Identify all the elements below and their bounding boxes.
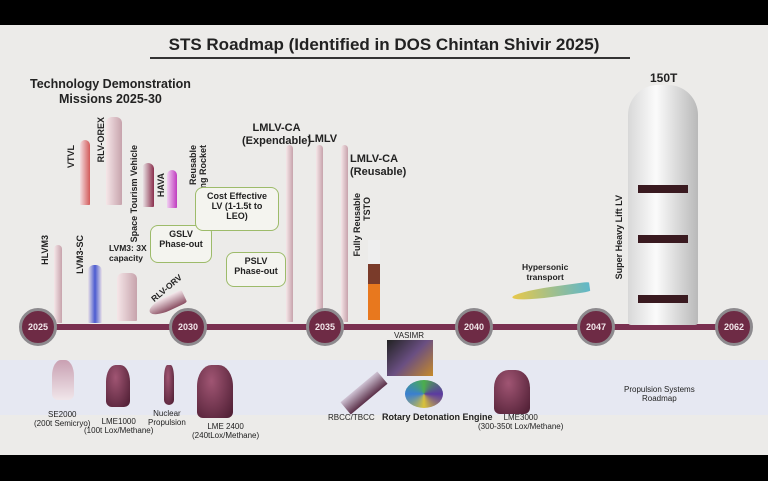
rotary-detonation-engine [405,380,443,408]
cost-line3: LEO) [226,211,248,221]
reusable-label: Reusable [188,145,198,186]
lme2400-label: LME 2400(240tLox/Methane) [192,422,259,440]
pslv-line2: Phase-out [234,266,278,276]
lmlv-ca-exp-line2: (Expendable) [242,135,312,147]
lme3000-engine [494,370,530,414]
lvm3-rocket [117,273,137,321]
lmlv-ca-expendable-label: LMLV-CA(Expendable) [242,122,311,148]
vtvl-rocket [80,140,90,205]
tdm-heading-line1: Technology Demonstration [30,77,191,91]
tdm-heading-line2: Missions 2025-30 [59,92,162,106]
rbcc-tbcc-label: RBCC/TBCC [328,413,375,422]
timeline-bar [30,324,740,330]
lvm3-label-line2: capacity [109,253,144,263]
roadmap-line2: Roadmap [642,394,677,403]
se2000-line1: SE2000 [48,410,77,419]
hlvm3-label: HLVM3 [40,235,50,265]
lmlv-label: LMLV [308,133,338,145]
gslv-line1: GSLV [169,229,193,239]
vtvl-label: VTVL [66,145,76,169]
hlvm3-rocket [54,245,62,323]
year-node-2040: 2040 [455,308,493,346]
lvm3sc-rocket [88,265,102,323]
lme2400-engine [197,365,233,418]
se2000-label: SE2000(200t Semicryo) [34,410,90,428]
rlv-orex-rocket [106,117,122,205]
cost-line1: Cost Effective [206,191,268,201]
lme1000-line1: LME1000 [101,417,136,426]
super-heavy-lift-lv-rocket [628,85,698,325]
se2000-engine [52,360,74,400]
lmlv-rocket [316,145,323,322]
nuclear-line1: Nuclear [153,409,181,418]
tsto-label-line1: Fully Reusable [352,193,362,257]
tsto-vehicle [368,240,380,320]
pslv-line1: PSLV [244,256,268,266]
title-underline [150,57,630,59]
lmlv-ca-reusable-label: LMLV-CA(Reusable) [350,153,406,179]
vasimr-label: VASIMR [394,331,425,340]
rlv-orex-label: RLV-OREX [96,117,106,163]
nuclear-line2: Propulsion [148,418,186,427]
hypersonic-transport-aircraft [511,281,591,303]
lme1000-label: LME1000(100t Lox/Methane) [84,417,153,435]
lvm3-label-line1: LVM3: 3X [109,243,147,253]
year-node-2047: 2047 [577,308,615,346]
year-node-2030: 2030 [169,308,207,346]
year-node-2035: 2035 [306,308,344,346]
year-node-2025: 2025 [19,308,57,346]
nuclear-engine [164,365,174,405]
lme2400-line1: LME 2400 [207,422,244,431]
tdm-heading: Technology Demonstration Missions 2025-3… [30,77,191,107]
space-tourism-vehicle [142,163,154,207]
space-tourism-label: Space Tourism Vehicle [129,145,139,243]
hava-label: HAVA [156,173,166,198]
lme3000-line1: LME3000 [503,413,538,422]
lmlv-ca-reu-line1: LMLV-CA [350,153,399,165]
slide-title: STS Roadmap (Identified in DOS Chintan S… [168,35,600,54]
lme3000-line2: (300-350t Lox/Methane) [478,422,564,431]
lme1000-line2: (100t Lox/Methane) [84,426,154,435]
gslv-line2: Phase-out [159,239,203,249]
rocket-band [638,295,688,303]
hava-rocket [167,170,177,208]
lme2400-line2: (240tLox/Methane) [192,431,260,440]
rocket-band [638,235,688,243]
lme1000-engine [106,365,130,407]
lmlv-ca-expendable-rocket [286,145,293,322]
se2000-line2: (200t Semicryo) [34,419,91,428]
slide: STS Roadmap (Identified in DOS Chintan S… [0,25,768,455]
rocket-band [638,185,688,193]
roadmap-line1: Propulsion Systems [624,385,695,394]
lvm3sc-label: LVM3-SC [75,235,85,274]
vasimr-image [387,340,433,376]
150t-label: 150T [650,71,678,85]
lmlv-ca-exp-line1: LMLV-CA [252,122,301,134]
lmlv-ca-reu-line2: (Reusable) [350,166,407,178]
cost-line2: LV (1-1.5t to [211,201,263,211]
tsto-label-line2: TSTO [362,197,372,221]
rotary-detonation-engine-label: Rotary Detonation Engine [382,412,493,422]
super-heavy-lift-lv-label: Super Heavy Lift LV [614,195,624,280]
lmlv-ca-reusable-rocket [341,145,348,322]
hypersonic-line1: Hypersonic [522,262,569,272]
lme3000-label: LME3000(300-350t Lox/Methane) [478,413,563,431]
year-node-2062: 2062 [715,308,753,346]
hypersonic-line2: transport [526,272,564,282]
